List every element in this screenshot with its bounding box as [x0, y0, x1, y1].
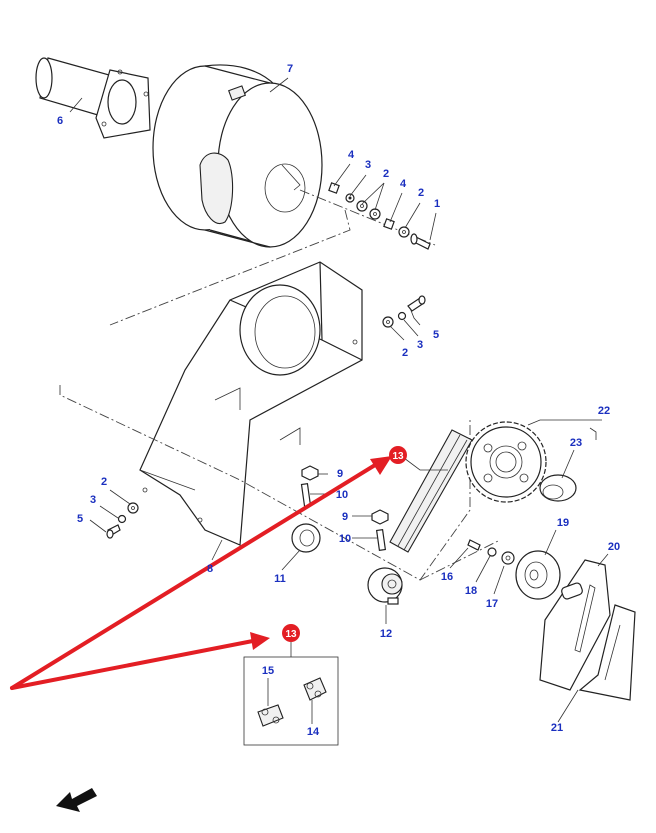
- highlight-badge-detail[interactable]: 13: [282, 624, 300, 642]
- callout-21[interactable]: 21: [551, 722, 563, 734]
- part-6-pipe-flange: [35, 57, 151, 139]
- callout-20[interactable]: 20: [608, 541, 620, 553]
- callout-23[interactable]: 23: [570, 437, 582, 449]
- part-8-chain-guard: [139, 261, 363, 546]
- callout-10a[interactable]: 10: [336, 489, 348, 501]
- part-23-bushing: [539, 474, 577, 502]
- callout-2c[interactable]: 2: [402, 347, 408, 359]
- callout-numbers: 6 7 4 3 2 4 2 1 5 2 3 2 3 5 9 10 9 10 11…: [57, 63, 620, 738]
- leader-lines: [69, 77, 609, 724]
- badge-label-chain: 13: [392, 451, 404, 462]
- fasteners-guard-left: [106, 502, 139, 539]
- callout-10b[interactable]: 10: [339, 533, 351, 545]
- callout-12[interactable]: 12: [380, 628, 392, 640]
- callout-6[interactable]: 6: [57, 115, 63, 127]
- callout-1[interactable]: 1: [434, 198, 440, 210]
- highlight-badge-chain[interactable]: 13: [389, 446, 407, 464]
- callout-11[interactable]: 11: [274, 573, 286, 585]
- callout-8[interactable]: 8: [207, 563, 213, 575]
- part-22-large-sprocket: [465, 421, 547, 503]
- part-11-bearing: [291, 523, 321, 553]
- fasteners-guard-right: [382, 295, 426, 328]
- callout-2b[interactable]: 2: [418, 187, 424, 199]
- part-9-10-nut-stud: [300, 465, 389, 551]
- callout-14[interactable]: 14: [307, 726, 320, 738]
- detail-box-chain-links: [243, 656, 339, 746]
- assembly-line-4: [419, 539, 501, 581]
- highlight-arrows: [10, 456, 392, 690]
- callout-19[interactable]: 19: [557, 517, 569, 529]
- callout-5b[interactable]: 5: [77, 513, 83, 525]
- callout-9a[interactable]: 9: [337, 468, 343, 480]
- assembly-line-2: [109, 209, 351, 326]
- callout-2d[interactable]: 2: [101, 476, 107, 488]
- callout-18[interactable]: 18: [465, 585, 477, 597]
- callout-22[interactable]: 22: [598, 405, 610, 417]
- callout-7[interactable]: 7: [287, 63, 293, 75]
- callout-3b[interactable]: 3: [417, 339, 423, 351]
- assembly-line-3: [59, 385, 471, 581]
- callout-4b[interactable]: 4: [400, 178, 407, 190]
- callout-3c[interactable]: 3: [90, 494, 96, 506]
- part-13-chain: [389, 429, 473, 553]
- callout-17[interactable]: 17: [486, 598, 498, 610]
- callout-9b[interactable]: 9: [342, 511, 348, 523]
- parts-16-19-tensioner: [467, 539, 561, 600]
- callout-3a[interactable]: 3: [365, 159, 371, 171]
- callout-5a[interactable]: 5: [433, 329, 439, 341]
- callout-16[interactable]: 16: [441, 571, 453, 583]
- badge-label-detail: 13: [285, 629, 297, 640]
- callout-15[interactable]: 15: [262, 665, 274, 677]
- parts-20-21-arm-bracket: [539, 559, 636, 701]
- fasteners-top: [328, 182, 431, 250]
- part-12-small-sprocket: [367, 567, 403, 605]
- direction-arrow-icon: [56, 788, 97, 812]
- callout-4a[interactable]: 4: [348, 149, 355, 161]
- part-7-drum: [152, 64, 323, 248]
- callout-2a[interactable]: 2: [383, 168, 389, 180]
